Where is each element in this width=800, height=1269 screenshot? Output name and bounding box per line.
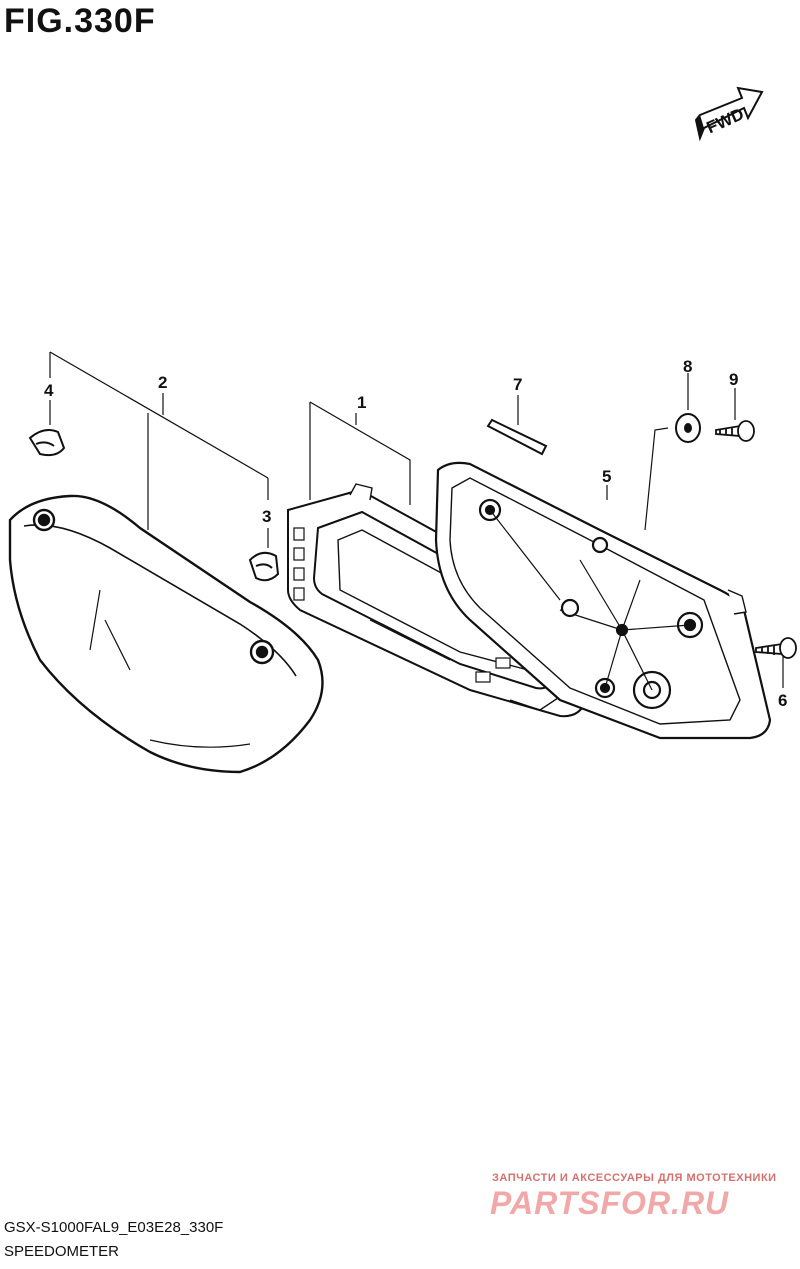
model-code: GSX-S1000FAL9_E03E28_330F xyxy=(4,1219,224,1236)
callout-2: 2 xyxy=(158,373,167,392)
callout-4: 4 xyxy=(44,381,54,400)
callout-8: 8 xyxy=(683,357,692,376)
callout-1: 1 xyxy=(357,393,366,412)
part-2-visor-cover xyxy=(8,494,324,774)
section-name: SPEEDOMETER xyxy=(4,1243,120,1260)
part-3-cushion xyxy=(248,551,280,582)
forward-arrow-icon: FWD xyxy=(694,86,764,142)
figure-title: FIG.330F xyxy=(4,2,156,40)
callout-6: 6 xyxy=(778,691,787,710)
callout-9: 9 xyxy=(729,370,738,389)
part-4-cap xyxy=(28,429,66,457)
part-6-screw xyxy=(755,637,797,659)
part-8-washer xyxy=(675,413,701,443)
callout-7: 7 xyxy=(513,375,522,394)
watermark-logo-text: PARTSFOR.RU xyxy=(490,1185,730,1221)
part-7-strip xyxy=(486,418,548,456)
part-5-meter-case xyxy=(434,461,772,740)
leader-lines xyxy=(49,351,784,688)
callout-5: 5 xyxy=(602,467,611,486)
callout-3: 3 xyxy=(262,507,271,526)
part-9-screw xyxy=(715,420,755,442)
watermark-tagline: ЗАПЧАСТИ И АКСЕССУАРЫ ДЛЯ МОТОТЕХНИКИ xyxy=(492,1172,777,1184)
